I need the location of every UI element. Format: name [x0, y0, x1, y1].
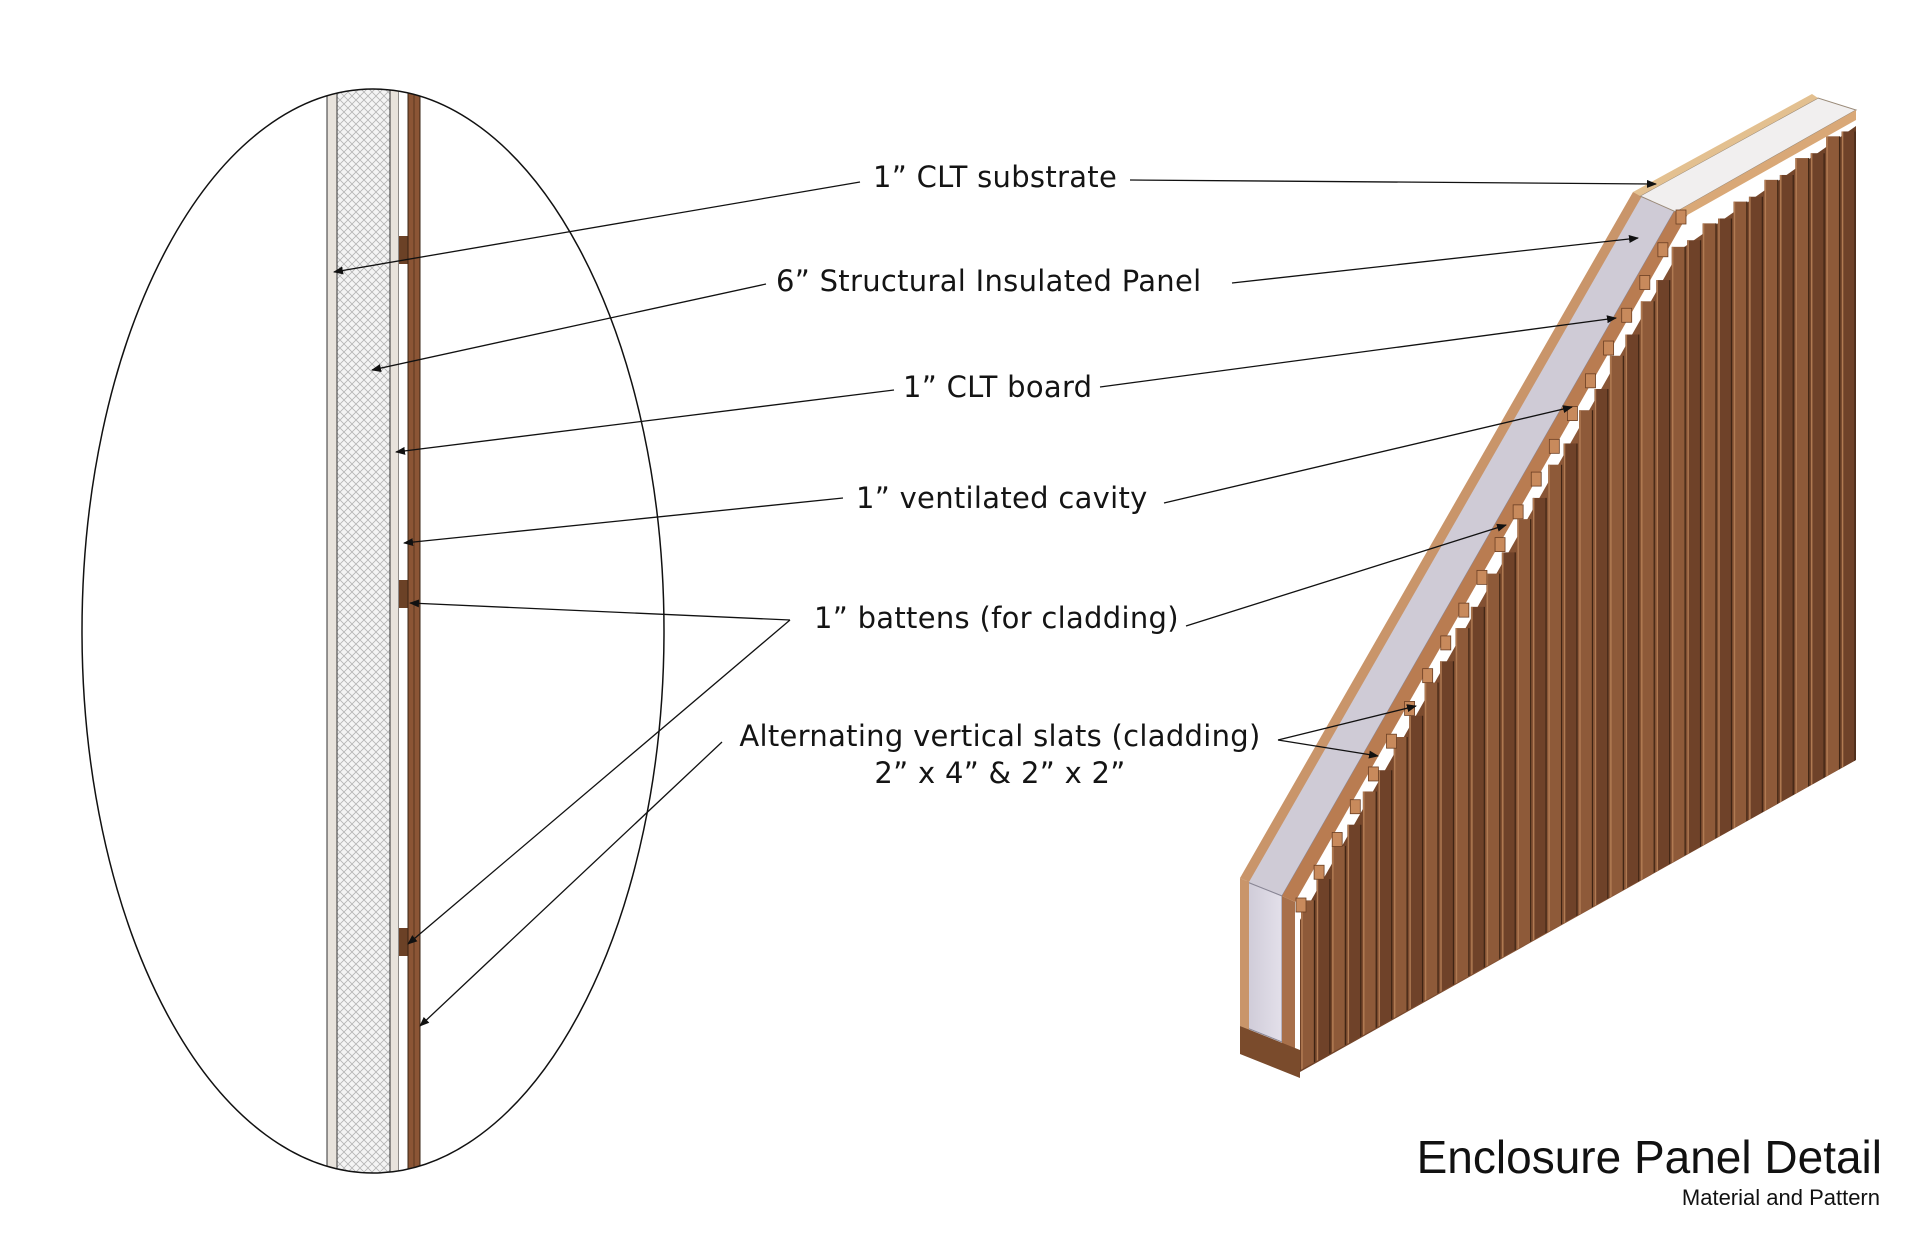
leader-slats-panel-2: [1277, 739, 1379, 759]
cladding-slat: [1718, 218, 1732, 842]
label-battens: 1” battens (for cladding): [814, 601, 1179, 635]
label-slats-line2: 2” x 4” & 2” x 2”: [874, 756, 1126, 790]
cladding-slat: [1316, 879, 1330, 1067]
cladding-slat: [1501, 552, 1516, 963]
section-batten: [399, 580, 408, 608]
leader-clt-board-panel: [1099, 315, 1617, 388]
batten-end: [1422, 668, 1434, 684]
leader-clt-substrate-panel: [1129, 179, 1657, 188]
cladding-slat: [1393, 736, 1408, 1034]
isometric-panel: [1240, 94, 1858, 1078]
cladding-slat: [1301, 900, 1315, 1072]
leader-sip-panel: [1231, 235, 1639, 284]
label-slats: Alternating vertical slats (cladding) 2”…: [724, 722, 1276, 788]
cladding-slat: [1455, 628, 1469, 999]
cladding-slat: [1687, 240, 1701, 859]
batten-end: [1367, 766, 1379, 782]
cladding-slat: [1656, 280, 1670, 877]
cladding-slat: [1331, 845, 1346, 1069]
batten-end: [1585, 373, 1596, 389]
cladding-slat: [1671, 246, 1686, 878]
leader-battens-section-2: [407, 619, 791, 945]
leader-slats-section: [419, 741, 723, 1027]
leader-lines: [333, 179, 1657, 1027]
section-ellipse: [81, 88, 665, 1174]
cladding-slat: [1764, 179, 1778, 826]
leader-battens-section-1: [409, 599, 791, 621]
batten-end: [1440, 635, 1452, 651]
cladding-slat: [1563, 443, 1577, 929]
batten-end: [1603, 340, 1615, 356]
cladding-slat: [1378, 770, 1392, 1033]
cladding-slat: [1609, 355, 1624, 913]
cladding-slat: [1826, 136, 1840, 792]
page-title: Enclosure Panel Detail: [1416, 1131, 1882, 1183]
label-ventilated-cavity: 1” ventilated cavity: [856, 481, 1148, 515]
cladding-slat: [1517, 519, 1531, 965]
section-cavity: [399, 89, 408, 1173]
cladding-slat: [1548, 464, 1562, 947]
cladding-slat: [1748, 196, 1763, 825]
batten-end: [1567, 406, 1578, 421]
leader-cavity-panel: [1163, 405, 1573, 504]
batten-end: [1331, 832, 1343, 847]
batten-end: [1657, 242, 1669, 258]
batten-end: [1313, 864, 1325, 880]
leader-sip-section: [371, 283, 767, 372]
cladding-slat: [1841, 131, 1855, 773]
batten-end: [1675, 209, 1687, 225]
batten-end: [1295, 897, 1307, 913]
batten-end: [1476, 569, 1488, 585]
leader-clt-substrate-section: [333, 181, 861, 275]
batten-end: [1512, 504, 1524, 520]
leader-slats-panel-1: [1277, 704, 1417, 741]
panel-base: [1240, 1026, 1300, 1078]
label-clt-substrate: 1” CLT substrate: [873, 160, 1118, 194]
cladding-slat: [1532, 497, 1547, 946]
leader-battens-panel: [1185, 523, 1507, 627]
cladding-slat: [1347, 824, 1361, 1050]
cladding-slat: [1594, 388, 1608, 911]
sip-front-edge: [1246, 881, 1283, 1043]
cladding-slat: [1579, 410, 1593, 930]
cladding-slat: [1362, 791, 1377, 1051]
cladding-slat: [1440, 661, 1454, 998]
clt-substrate-edge: [1240, 192, 1642, 882]
section-batten: [399, 236, 408, 264]
section-sip: [336, 89, 391, 1173]
cladding-slat: [1640, 301, 1655, 896]
batten-end: [1386, 733, 1397, 749]
page-subtitle: Material and Pattern: [1681, 1185, 1880, 1210]
batten-end: [1639, 275, 1651, 290]
batten-end: [1548, 438, 1560, 454]
cladding-slat: [1810, 153, 1825, 790]
section-clt-substrate: [326, 89, 338, 1173]
batten-end: [1349, 799, 1361, 815]
cladding-slat: [1779, 174, 1794, 807]
label-slats-line1: Alternating vertical slats (cladding): [739, 719, 1261, 753]
cladding-slat: [1409, 715, 1423, 1015]
cladding-slat: [1795, 158, 1809, 809]
leader-cavity-section: [403, 497, 844, 547]
cladding-slat: [1424, 682, 1438, 1017]
cladding-face: [1300, 126, 1856, 1072]
batten-end: [1494, 537, 1506, 553]
section-detail: [326, 89, 421, 1173]
cladding-slat: [1733, 201, 1747, 843]
batten-end: [1458, 602, 1470, 618]
leader-clt-board-section: [395, 389, 895, 455]
batten-end: [1530, 471, 1542, 487]
cladding-slat: [1625, 334, 1639, 894]
label-clt-board: 1” CLT board: [903, 370, 1093, 404]
section-clt-board: [389, 89, 400, 1173]
label-sip: 6” Structural Insulated Panel: [776, 264, 1202, 298]
cladding-slat: [1470, 606, 1485, 981]
cladding-slat: [1486, 573, 1500, 982]
cladding-slat: [1702, 223, 1716, 861]
section-batten: [399, 928, 408, 956]
batten-end: [1621, 307, 1633, 323]
